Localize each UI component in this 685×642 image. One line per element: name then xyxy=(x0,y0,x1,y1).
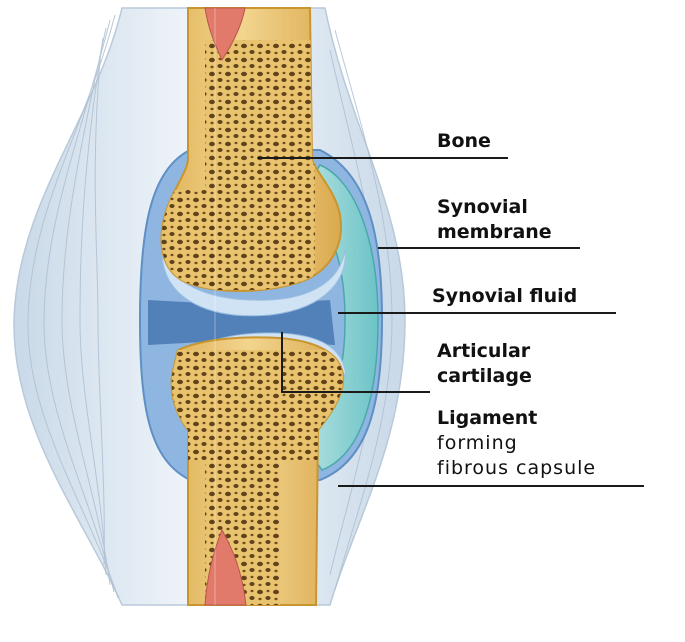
label-ligament: Ligament xyxy=(437,407,538,429)
ligament-leader-line xyxy=(338,485,644,487)
label-bone: Bone xyxy=(437,130,491,152)
bone-leader-line xyxy=(258,157,508,159)
lower-marrow-shape xyxy=(204,528,247,606)
synovial-membrane-leader-line xyxy=(378,247,580,249)
articular-cartilage-pointer xyxy=(281,332,430,393)
ligament-fibres xyxy=(27,14,393,599)
articular-cartilage-upper xyxy=(161,249,346,317)
label-ligament-forming: forming xyxy=(437,432,518,454)
label-articular-cartilage-line1: Articular xyxy=(437,340,531,362)
lower-bone-spongy-texture xyxy=(171,350,344,605)
upper-bone-spongy-texture xyxy=(161,40,315,290)
label-synovial-membrane-line1: Synovial xyxy=(437,196,528,218)
synovial-fluid-leader-line xyxy=(338,312,616,314)
label-ligament-fibrous-capsule: fibrous capsule xyxy=(437,457,597,479)
label-articular-cartilage-line2: cartilage xyxy=(437,365,532,387)
label-synovial-membrane-line2: membrane xyxy=(437,221,552,243)
label-synovial-fluid: Synovial fluid xyxy=(432,285,578,307)
upper-marrow-shape xyxy=(204,7,246,62)
